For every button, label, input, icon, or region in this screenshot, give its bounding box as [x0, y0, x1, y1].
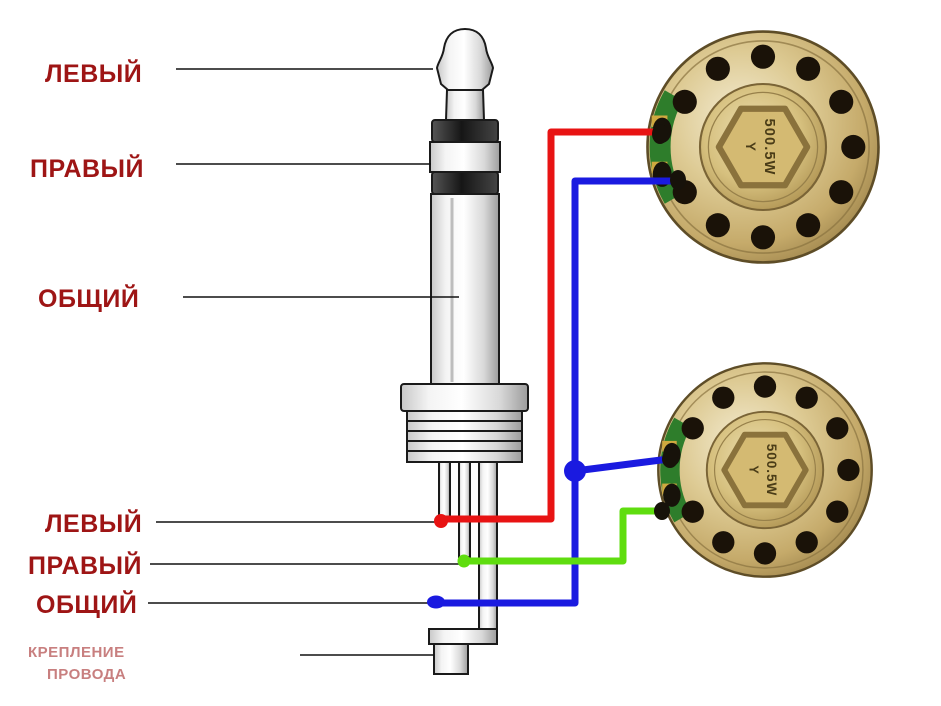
solder-blob — [662, 450, 678, 468]
label-plug-left: ЛЕВЫЙ — [45, 58, 142, 88]
cable-clamp-arm — [428, 628, 498, 645]
cable-clamp-tab — [433, 643, 469, 675]
labels: ЛЕВЫЙ ПРАВЫЙ ОБЩИЙ ЛЕВЫЙ ПРАВЫЙ ОБЩИЙ КР… — [28, 58, 144, 683]
wires — [434, 128, 676, 607]
wire-common-blue — [434, 177, 676, 607]
label-pin-left: ЛЕВЫЙ — [45, 508, 142, 538]
pin-left-lug — [438, 461, 451, 520]
blue-junction-dot — [564, 460, 586, 482]
wire-left-red — [443, 128, 658, 523]
plug-flange — [400, 383, 529, 412]
leader-lines — [148, 68, 464, 656]
solder-blob — [654, 502, 670, 520]
label-plug-common: ОБЩИЙ — [38, 283, 139, 313]
green-solder-dot — [457, 554, 471, 568]
label-cable-mount-line2: ПРОВОДА — [47, 666, 126, 683]
label-pin-common: ОБЩИЙ — [36, 589, 137, 619]
solder-blob — [652, 124, 668, 144]
red-solder-dot — [434, 514, 448, 528]
plug-neck — [444, 89, 486, 121]
plug-insulator-ring-1 — [431, 119, 499, 143]
plug-insulator-ring-2 — [431, 171, 499, 195]
speaker-bottom — [658, 363, 871, 576]
label-plug-right: ПРАВЫЙ — [30, 153, 144, 183]
label-pin-right: ПРАВЫЙ — [28, 550, 142, 580]
pin-right-lug — [458, 461, 471, 558]
wire-common-blue-branch — [574, 455, 670, 475]
plug-tip — [435, 27, 495, 91]
blue-solder-dot — [427, 595, 445, 609]
label-cable-mount-line1: КРЕПЛЕНИЕ — [28, 644, 125, 661]
plug-threads — [406, 410, 523, 463]
trs-plug — [400, 27, 529, 675]
plug-ring-contact — [429, 141, 501, 173]
wire-right-green — [465, 507, 663, 565]
speaker-top — [648, 32, 879, 263]
solder-blob — [670, 170, 686, 190]
speaker-solder-blobs — [652, 124, 686, 520]
plug-sleeve-barrel — [430, 193, 500, 385]
